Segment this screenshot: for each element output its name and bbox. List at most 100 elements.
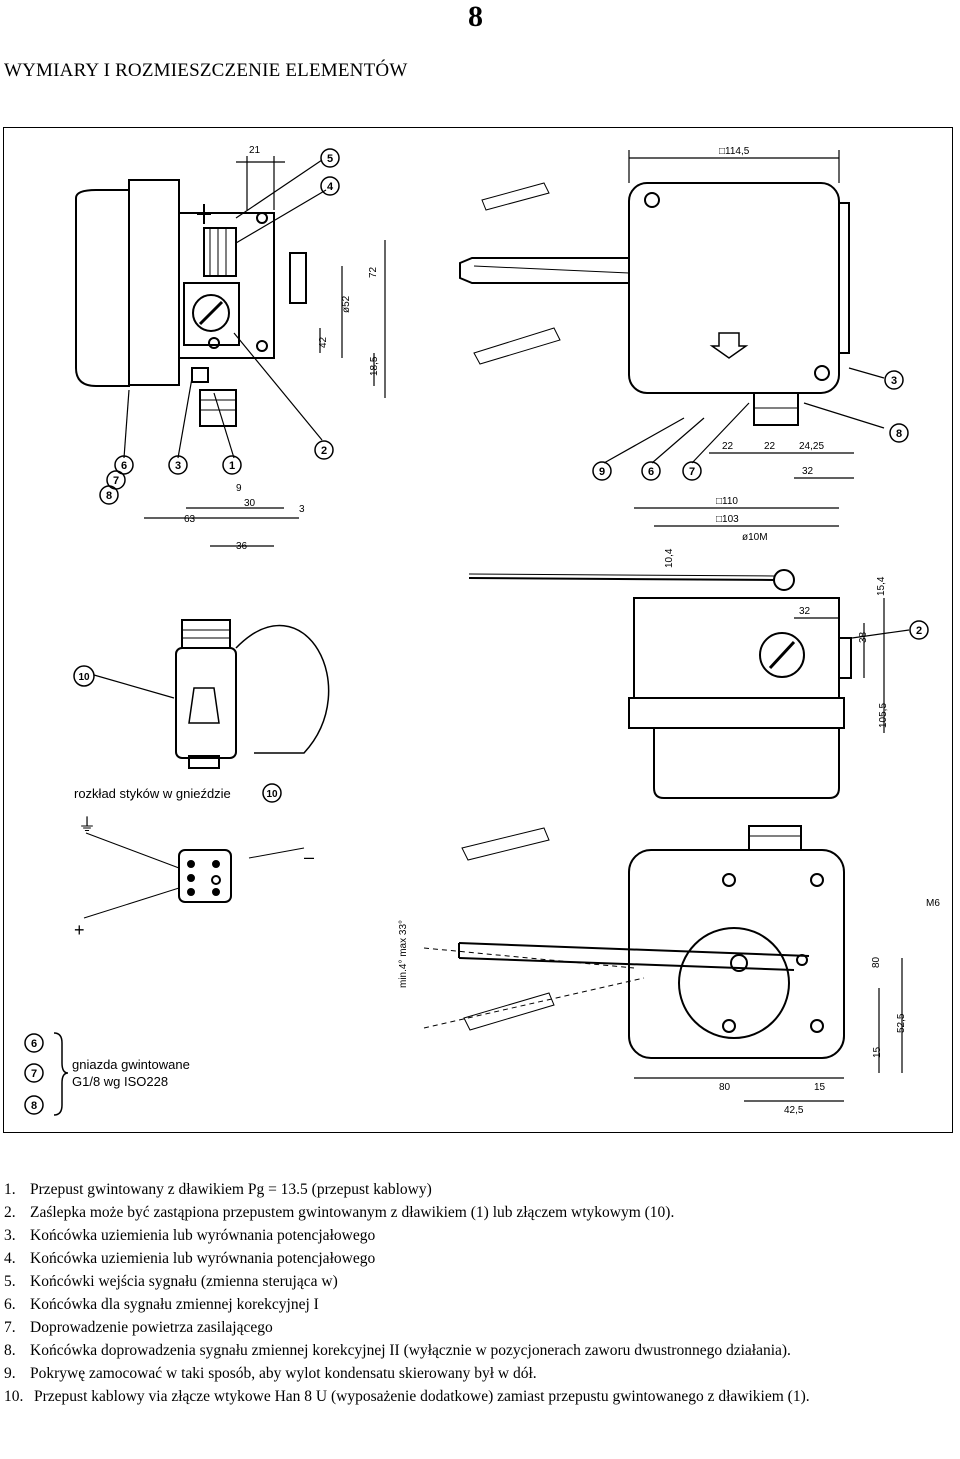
drawing-svg: 21 72 ø52 42 18,5 9 30 3 63 36 5 4 6 7 8…	[24, 145, 940, 1116]
side-view	[75, 179, 307, 427]
callout-9: 9	[599, 466, 605, 478]
note-text: Końcówka dla sygnału zmiennej korekcyjne…	[30, 1296, 319, 1313]
socket-layout	[83, 783, 305, 919]
angle-label: min.4° max 33°	[398, 920, 409, 988]
legend-line-1: gniazda gwintowane	[72, 1057, 190, 1072]
note-item: 10. Przepust kablowy via złącze wtykowe H…	[4, 1385, 952, 1408]
dim-38: 38	[858, 631, 869, 643]
notes-list: 1. Przepust gwintowany z dławikiem Pg = 1…	[4, 1178, 952, 1408]
note-item: 1. Przepust gwintowany z dławikiem Pg = 1…	[4, 1178, 952, 1201]
callout-8b: 8	[896, 428, 902, 440]
dim-36: 36	[236, 541, 248, 552]
note-text: Końcówka uziemienia lub wyrównania poten…	[30, 1227, 376, 1244]
note-text: Zaślepka może być zastąpiona przepustem …	[30, 1204, 675, 1221]
callout-1: 1	[229, 460, 235, 472]
note-number: 4.	[4, 1250, 16, 1267]
dim-52-5: 52,5	[896, 1013, 907, 1033]
note-number: 5.	[4, 1273, 16, 1290]
note-item: 2. Zaślepka może być zastąpiona przepuste…	[4, 1201, 952, 1224]
dim-15v: 15	[872, 1046, 883, 1058]
note-item: 5. Końcówki wejścia sygnału (zmienna ster…	[4, 1270, 952, 1293]
callout-7: 7	[113, 475, 119, 487]
note-number: 2.	[4, 1204, 16, 1221]
note-number: 7.	[4, 1319, 16, 1336]
dim-10m: ø10M	[742, 532, 768, 543]
note-number: 10.	[4, 1388, 24, 1405]
plug-connector	[73, 619, 330, 769]
note-text: Końcówka uziemienia lub wyrównania poten…	[30, 1250, 376, 1267]
dim-30: 30	[244, 498, 256, 509]
callouts-side-view	[99, 148, 340, 505]
dim-22b: 22	[764, 441, 776, 452]
dim-15-4: 15,4	[876, 576, 887, 596]
minus-sign: –	[304, 847, 314, 867]
dim-18-5: 18,5	[369, 356, 380, 376]
note-number: 6.	[4, 1296, 16, 1313]
legend-line-2: G1/8 wg ISO228	[72, 1074, 168, 1089]
callout-2b: 2	[916, 625, 922, 637]
dim-21: 21	[249, 145, 261, 156]
dim-32: 32	[802, 466, 814, 477]
note-item: 9. Pokrywę zamocować w taki sposób, aby w…	[4, 1362, 952, 1385]
callout-6: 6	[121, 460, 127, 472]
note-item: 4. Końcówka uziemienia lub wyrównania pot…	[4, 1247, 952, 1270]
dim-9: 9	[236, 483, 242, 494]
top-view-dimensions	[634, 507, 885, 733]
dim-42: 42	[318, 336, 329, 348]
note-text: Końcówka doprowadzenia sygnału zmiennej …	[30, 1342, 791, 1359]
socket-callout-10: 10	[266, 789, 278, 800]
rear-view	[458, 825, 845, 1059]
dim-105-5: 105,5	[878, 703, 889, 728]
callout-4: 4	[327, 181, 334, 193]
side-view-dimensions	[144, 156, 386, 547]
plus-sign: +	[74, 920, 85, 940]
callout-5: 5	[327, 153, 333, 165]
note-text: Doprowadzenie powietrza zasilającego	[30, 1319, 273, 1336]
dim-3: 3	[299, 504, 305, 515]
note-item: 6. Końcówka dla sygnału zmiennej korekcyj…	[4, 1293, 952, 1316]
dim-80v: 80	[871, 956, 882, 968]
note-text: Przepust gwintowany z dławikiem Pg = 13.…	[30, 1181, 432, 1198]
dim-m6: M6	[926, 898, 940, 909]
note-text: Pokrywę zamocować w taki sposób, aby wyl…	[30, 1365, 537, 1382]
note-item: 8. Końcówka doprowadzenia sygnału zmienne…	[4, 1339, 952, 1362]
dim-63: 63	[184, 514, 196, 525]
callout-3b: 3	[891, 375, 897, 387]
note-number: 3.	[4, 1227, 16, 1244]
dim-42-5: 42,5	[784, 1105, 804, 1116]
dim-24-25: 24,25	[799, 441, 824, 452]
technical-drawing: 21 72 ø52 42 18,5 9 30 3 63 36 5 4 6 7 8…	[3, 127, 953, 1133]
note-item: 3. Końcówka uziemienia lub wyrównania pot…	[4, 1224, 952, 1247]
note-number: 1.	[4, 1181, 16, 1198]
dim-52: ø52	[341, 295, 352, 313]
dim-72: 72	[368, 266, 379, 278]
callout-3: 3	[175, 460, 181, 472]
socket-label: rozkład styków w gnieździe	[74, 786, 231, 801]
note-number: 8.	[4, 1342, 16, 1359]
legend-threaded-sockets	[24, 1032, 69, 1116]
top-view	[468, 569, 852, 799]
dim-22a: 22	[722, 441, 734, 452]
callout-6b: 6	[648, 466, 654, 478]
dim-80h: 80	[719, 1082, 731, 1093]
note-text: Przepust kablowy via złącze wtykowe Han …	[34, 1388, 810, 1405]
front-view	[459, 182, 850, 426]
callouts-front-view	[592, 367, 909, 481]
legend-callout-6: 6	[31, 1038, 37, 1050]
front-view-dimensions	[628, 150, 854, 479]
dim-103: □103	[716, 514, 739, 525]
dim-32b: 32	[799, 606, 811, 617]
ground-symbol: ⏚	[78, 815, 96, 835]
callout-10: 10	[78, 672, 90, 683]
dim-110: □110	[716, 496, 738, 507]
callout-2-top-view	[851, 620, 929, 640]
note-number: 9.	[4, 1365, 16, 1382]
dim-10-4: 10,4	[664, 548, 675, 568]
note-text: Końcówki wejścia sygnału (zmienna steruj…	[30, 1273, 338, 1290]
callout-8: 8	[106, 490, 112, 502]
legend-callout-8: 8	[31, 1100, 37, 1112]
callout-2: 2	[321, 445, 327, 457]
dim-114-5: □114,5	[719, 146, 750, 157]
callout-7b: 7	[689, 466, 695, 478]
rear-view-dimensions	[423, 947, 903, 1102]
